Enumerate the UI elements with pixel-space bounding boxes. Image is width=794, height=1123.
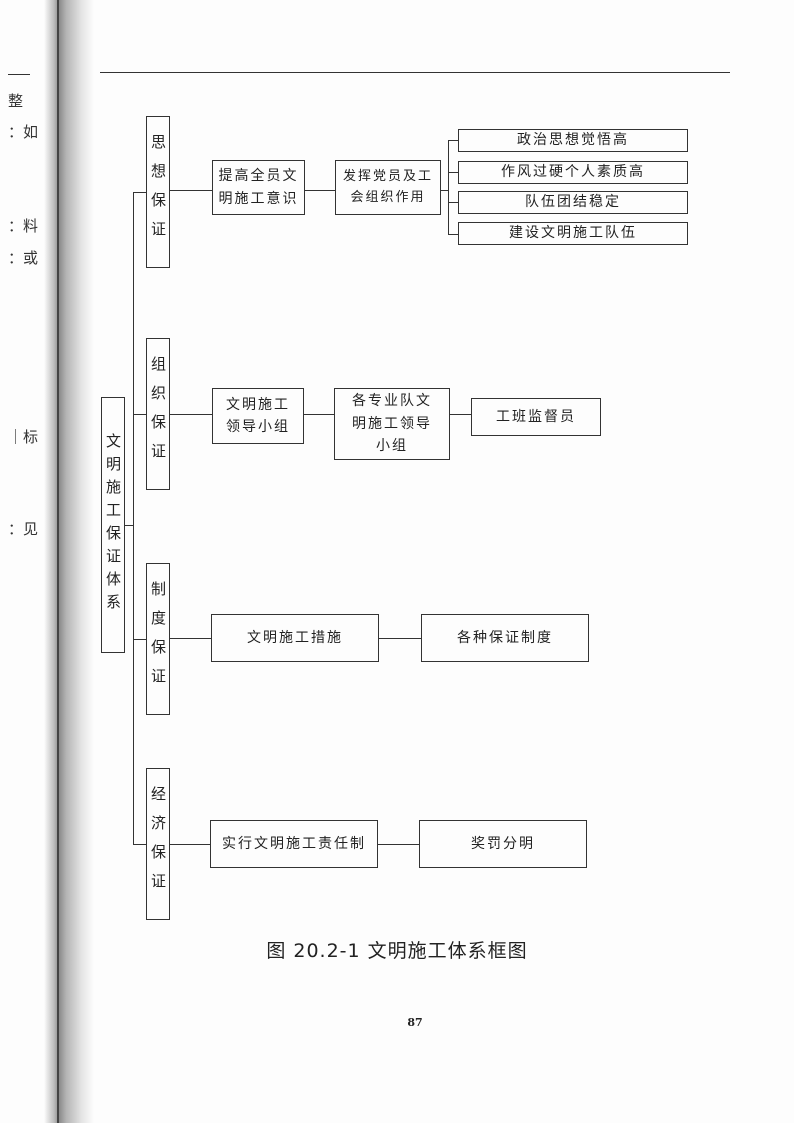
connector	[133, 414, 146, 415]
node: 各专业队文明施工领导小组	[334, 388, 450, 460]
category-node: 制度保证	[146, 563, 170, 715]
connector	[379, 638, 421, 639]
connector	[170, 844, 210, 845]
connector	[170, 638, 211, 639]
connector	[170, 414, 212, 415]
branch-line	[448, 140, 449, 234]
margin-fragment: 整	[8, 92, 24, 110]
connector	[378, 844, 419, 845]
connector	[448, 140, 458, 141]
category-node: 经济保证	[146, 768, 170, 920]
connector	[133, 844, 146, 845]
root-node: 文明施工保证体系	[101, 397, 125, 653]
margin-fragment: ：料	[8, 217, 39, 235]
connector	[305, 190, 335, 191]
node: 实行文明施工责任制	[210, 820, 378, 868]
leaf-node: 作风过硬个人素质高	[458, 161, 688, 184]
page-number: 87	[407, 1016, 423, 1029]
connector	[304, 414, 334, 415]
connector	[170, 190, 212, 191]
margin-fragment: ：或	[8, 249, 39, 267]
connector	[448, 234, 458, 235]
leaf-node: 政治思想觉悟高	[458, 129, 688, 152]
margin-dash	[8, 74, 30, 75]
leaf-node: 建设文明施工队伍	[458, 222, 688, 245]
connector	[448, 172, 458, 173]
trunk-line	[133, 192, 134, 844]
connector	[450, 414, 471, 415]
leaf-node: 队伍团结稳定	[458, 191, 688, 214]
figure-caption: 图 20.2-1 文明施工体系框图	[266, 940, 528, 962]
connector	[133, 192, 146, 193]
margin-fragment: ｜标	[8, 428, 39, 446]
node: 发挥党员及工会组织作用	[335, 160, 441, 215]
binding-line	[57, 0, 59, 1123]
category-node: 思想保证	[146, 116, 170, 268]
node: 文明施工措施	[211, 614, 379, 662]
header-rule	[100, 72, 730, 73]
node: 提高全员文明施工意识	[212, 160, 305, 215]
category-node: 组织保证	[146, 338, 170, 490]
node: 各种保证制度	[421, 614, 589, 662]
connector	[448, 202, 458, 203]
scan-shadow	[44, 0, 94, 1123]
node: 工班监督员	[471, 398, 601, 436]
margin-fragment: ：如	[8, 123, 39, 141]
connector	[441, 190, 448, 191]
node: 文明施工领导小组	[212, 388, 304, 444]
node: 奖罚分明	[419, 820, 587, 868]
connector	[133, 639, 146, 640]
margin-fragment: ：见	[8, 520, 39, 538]
connector	[124, 525, 133, 526]
